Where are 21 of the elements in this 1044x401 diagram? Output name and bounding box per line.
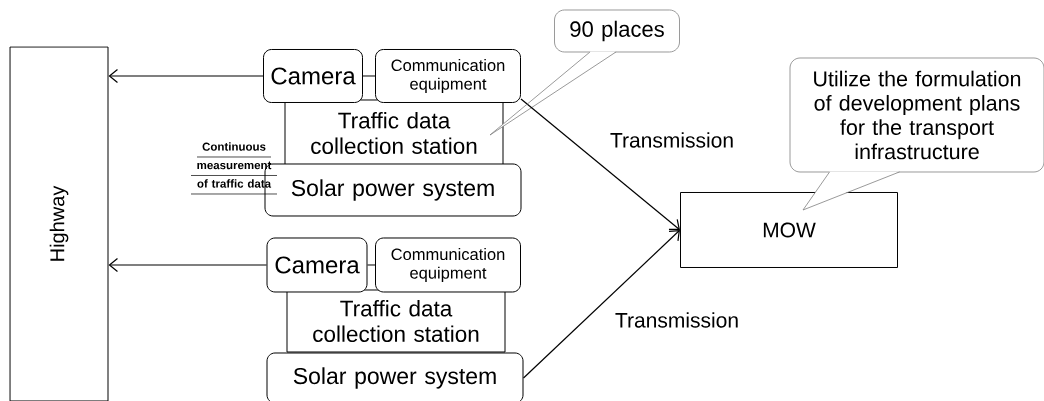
connector-line xyxy=(367,264,376,266)
highway-box: Highway xyxy=(9,46,109,401)
arrow xyxy=(522,230,680,379)
callout-tail xyxy=(489,51,591,136)
connector-line xyxy=(362,75,376,77)
edge-label: Transmission xyxy=(608,131,736,149)
equipment-box: Communication equipment xyxy=(375,49,521,103)
arrow xyxy=(520,98,680,230)
callout-bubble: Utilize the formulation of development plans for the transport infrastructure xyxy=(789,57,1044,173)
arrow xyxy=(108,257,268,273)
edge-label: Transmission xyxy=(613,311,741,329)
station-box: Traffic data collection station xyxy=(286,289,506,353)
station-box: Traffic data collection station xyxy=(284,99,504,167)
callout-tail xyxy=(802,171,830,211)
power-system-box: Solar power system xyxy=(266,352,524,401)
camera-box: Camera xyxy=(263,49,363,103)
equipment-box: Communication equipment xyxy=(375,237,521,293)
callout-bubble: 90 places xyxy=(554,9,680,53)
arrow xyxy=(108,68,264,84)
camera-box: Camera xyxy=(266,237,368,293)
note-text: Continuous measurement of traffic data xyxy=(190,142,278,195)
